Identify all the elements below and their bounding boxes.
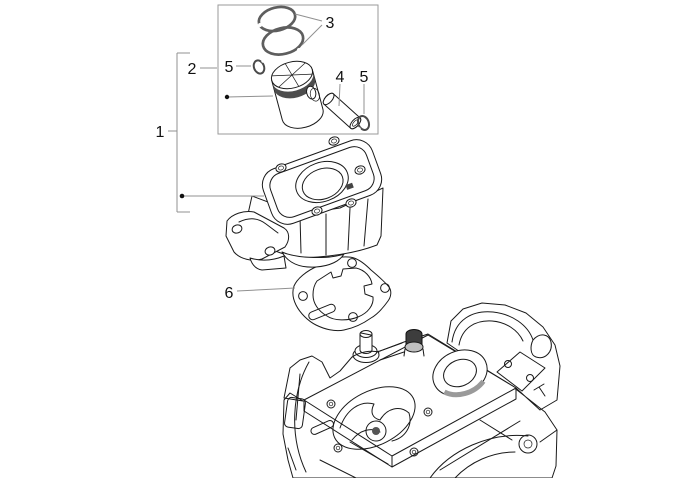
crankcase-lower-detail	[319, 419, 558, 478]
exhaust-flange	[225, 211, 290, 271]
head-bolt-holes	[275, 136, 366, 216]
intake-manifold-boot	[451, 311, 552, 359]
callout-2[interactable]: 2	[188, 61, 274, 100]
callout-label-5-upper[interactable]: 5	[225, 59, 234, 76]
cylinder-base-gasket	[292, 256, 392, 332]
callout-5-upper[interactable]: 5	[225, 59, 251, 76]
leader-dot	[179, 193, 185, 199]
engine-mount-bolt	[403, 329, 425, 357]
bearing-roller	[432, 349, 488, 398]
crankcase-left-detail	[284, 361, 310, 473]
callout-3[interactable]: 3	[294, 13, 335, 46]
piston-pin	[322, 92, 362, 130]
circlip-upper	[252, 59, 266, 75]
gasket-hole	[380, 283, 390, 293]
leader-dot	[224, 94, 230, 100]
crankcase-bore-opening	[332, 386, 416, 450]
cylinder-body	[225, 136, 384, 271]
piston	[270, 60, 324, 129]
callout-label-3[interactable]: 3	[326, 15, 335, 32]
cylinder-top-flange	[261, 139, 383, 225]
gasket-hole	[298, 291, 308, 301]
circlip-lower	[356, 115, 371, 131]
callout-1[interactable]: 1	[156, 52, 264, 213]
callout-label-6[interactable]: 6	[225, 285, 234, 302]
callout-5-lower[interactable]: 5	[360, 69, 369, 114]
callout-label-1[interactable]: 1	[156, 124, 165, 141]
cylinder-spigot	[281, 251, 345, 268]
cylinder-bore	[295, 160, 349, 204]
gasket-hole	[348, 312, 358, 322]
cylinder-stud	[352, 330, 380, 363]
piston-pin-hole	[306, 85, 317, 100]
callout-label-2[interactable]: 2	[188, 61, 197, 78]
gasket-slot	[308, 303, 336, 321]
deck-stud-holes	[310, 399, 433, 457]
callout-label-5-lower[interactable]: 5	[360, 69, 369, 86]
reed-valve-block	[496, 351, 546, 397]
callout-6[interactable]: 6	[225, 285, 296, 302]
callout-label-4[interactable]: 4	[336, 69, 345, 86]
piston-kit-box	[217, 4, 379, 135]
gasket-hole	[347, 258, 357, 268]
piston-rings	[257, 5, 305, 56]
callout-4[interactable]: 4	[336, 69, 345, 107]
piston-ring-lower	[261, 26, 305, 56]
crankcase-assembly	[282, 302, 561, 478]
